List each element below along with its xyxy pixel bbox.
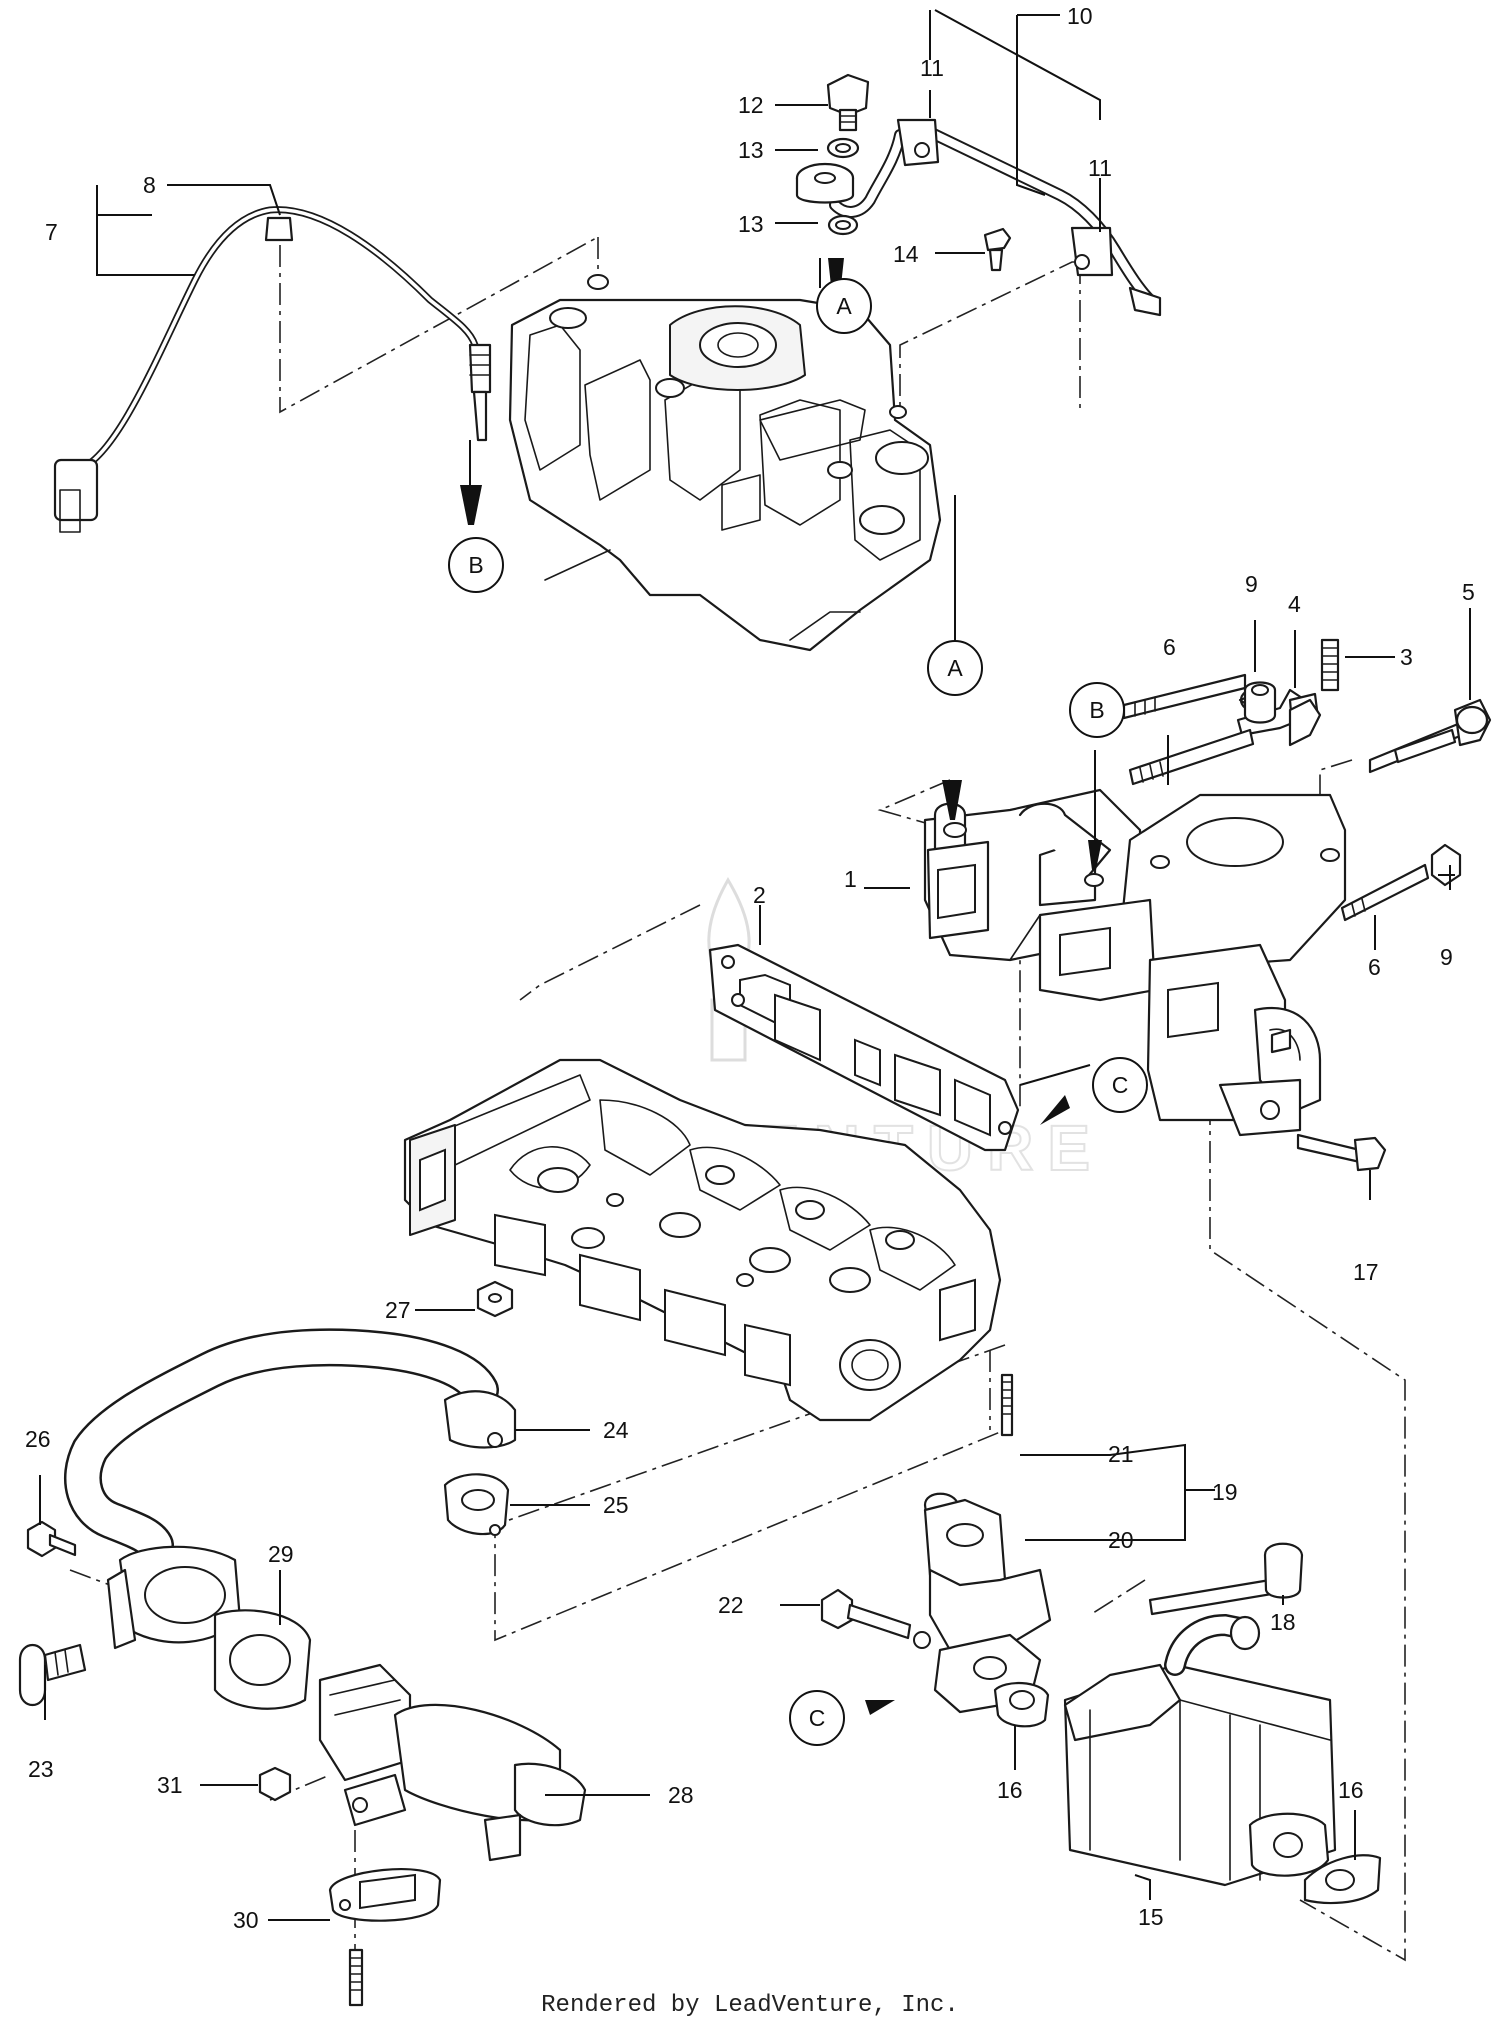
callout-6-lower: 6 [1368,954,1381,980]
callout-9-upper: 9 [1245,571,1258,597]
ref-c-gasket: C [1112,1072,1129,1098]
manifold-hardware [1122,638,1492,1172]
egr-cooler-assembly [820,1373,1382,1905]
callout-4: 4 [1288,591,1301,617]
callout-22: 22 [718,1592,744,1618]
callout-12: 12 [738,92,764,118]
actuator-nut [258,1766,292,1802]
callout-7: 7 [45,219,58,245]
manifold-bolt-6-lower [1340,863,1430,922]
banjo-bolt [826,73,870,117]
callout-13-lower: 13 [738,211,764,237]
egr-cooler-bracket [928,1568,1052,1652]
ref-b-manifold: B [1089,697,1104,723]
ref-c-bracket: C [809,1705,826,1731]
callout-19: 19 [1212,1479,1238,1505]
callout-6-upper: 6 [1163,634,1176,660]
leader-lines [39,9,1471,1921]
manifold-stud-upper [1122,673,1247,720]
callout-31: 31 [157,1772,183,1798]
callout-18: 18 [1270,1609,1296,1635]
callout-29: 29 [268,1541,294,1567]
callout-numbers: 1 2 3 4 5 6 6 7 8 9 9 10 11 11 12 13 13 … [25,3,1475,1933]
bracket-bolt-22 [820,1588,854,1630]
callout-3: 3 [1400,644,1413,670]
banjo-fitting-upper [896,118,940,167]
exhaust-manifold [923,788,1347,1137]
callout-26: 26 [25,1426,51,1452]
oil-pipe-assembly [795,73,1162,317]
sensor-harness-assembly [53,206,492,533]
callout-11-right: 11 [1088,155,1112,181]
callout-24: 24 [603,1417,629,1443]
callout-14: 14 [893,241,919,267]
manifold-bolt-17 [1296,1133,1362,1164]
callout-28: 28 [668,1782,694,1808]
render-credit: Rendered by LeadVenture, Inc. [541,1992,959,2019]
cylinder-head [403,1058,1002,1422]
callout-1: 1 [844,866,857,892]
sensor-clamp [264,216,294,242]
bracket-stud-21 [1000,1373,1014,1437]
egr-temperature-sensor [18,1644,47,1706]
ref-a-manifold: A [947,655,963,681]
callout-9-lower: 9 [1440,944,1453,970]
manifold-nut-9-lower [1430,843,1462,887]
egr-pipe-assembly [64,1280,517,1564]
callout-13-upper: 13 [738,137,764,163]
callout-17: 17 [1353,1259,1379,1285]
manifold-bolt-6-upper [1128,728,1255,786]
callout-11-left: 11 [920,55,944,81]
manifold-gasket [708,943,1020,1152]
callout-21: 21 [1108,1441,1134,1467]
callout-23: 23 [28,1756,54,1782]
callout-8: 8 [143,172,156,198]
callout-15: 15 [1138,1904,1164,1930]
manifold-stud-3 [1320,638,1340,692]
ref-a-top: A [836,293,852,319]
ref-b-top: B [468,552,483,578]
callout-2: 2 [753,882,766,908]
callout-10: 10 [1067,3,1093,29]
temperature-sensor [468,343,492,394]
egr-pipe-flange [443,1390,517,1449]
callout-16-left: 16 [997,1777,1023,1803]
bracket-bolt-18 [1263,1542,1304,1599]
callout-25: 25 [603,1492,629,1518]
alignment-lines [69,236,1406,2000]
egr-valve-assembly [18,1520,587,2007]
callout-27: 27 [385,1297,411,1323]
callout-30: 30 [233,1907,259,1933]
manifold-nut-4 [1288,698,1322,747]
pipe-clamp-bolt [983,227,1012,252]
callout-5: 5 [1462,579,1475,605]
callout-16-right: 16 [1338,1777,1364,1803]
reference-markers: A B A B C C [448,278,1148,1746]
callout-20: 20 [1108,1527,1134,1553]
valve-cover [508,274,942,652]
